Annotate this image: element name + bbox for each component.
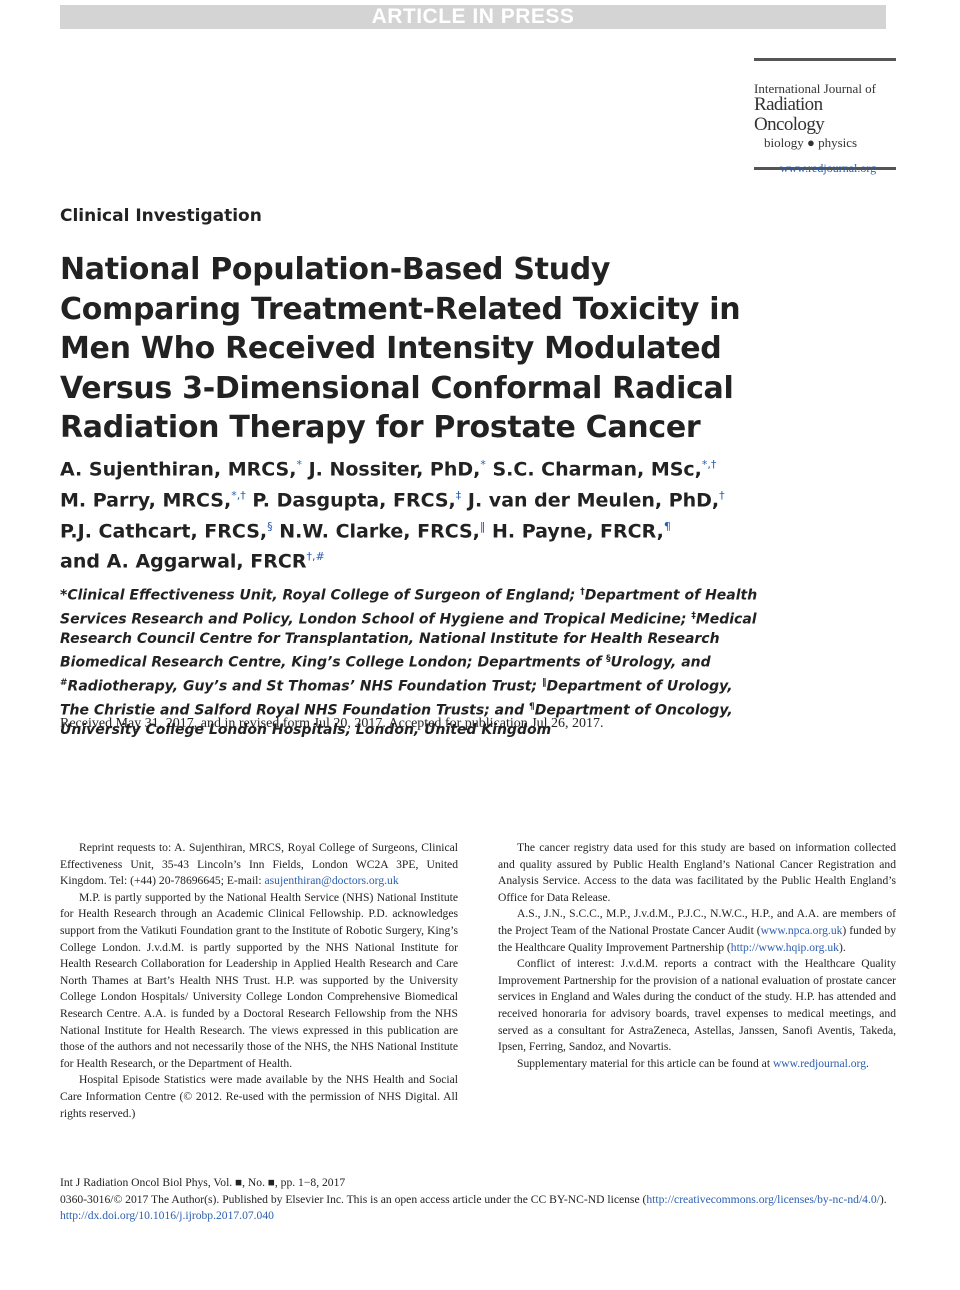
hqip-link[interactable]: http://www.hqip.org.uk [730, 940, 839, 954]
reprint-requests: Reprint requests to: A. Sujenthiran, MRC… [60, 840, 458, 890]
reprint-text: Reprint requests to: A. Sujenthiran, MRC… [60, 841, 458, 888]
author-sup[interactable]: ‖ [479, 519, 486, 533]
hes-note: Hospital Episode Statistics were made av… [60, 1073, 458, 1120]
affiliation-sup: ¶ [528, 701, 535, 712]
affiliation-sup: # [60, 677, 68, 688]
affiliation-text: Department of Oncology, University Colle… [60, 702, 733, 739]
author-list: A. Sujenthiran, MRCS,* J. Nossiter, PhD,… [60, 452, 760, 575]
license-text: 0360-3016/© 2017 The Author(s). Publishe… [60, 1192, 647, 1206]
project-team-text: ). [838, 940, 846, 954]
affiliation-text: Urology, and [610, 654, 711, 671]
conflict-of-interest: Conflict of interest: J.v.d.M. reports a… [498, 957, 896, 1054]
project-team-text: A.S., J.N., S.C.C., M.P., J.v.d.M., P.J.… [498, 907, 896, 937]
author-name: P. Dasgupta, FRCS, [252, 489, 456, 512]
doi-link[interactable]: http://dx.doi.org/10.1016/j.ijrobp.2017.… [60, 1209, 274, 1223]
author-name: J. van der Meulen, PhD, [467, 489, 720, 512]
logo-line-3: biology ● physics [764, 135, 858, 150]
author-name: S.C. Charman, MSc, [492, 458, 702, 481]
logo-line-1: International Journal of [754, 81, 877, 96]
received-dates: Received May 31, 2017, and in revised fo… [60, 716, 604, 731]
supplementary-text: . [866, 1056, 869, 1070]
author-sup[interactable]: *,† [701, 458, 717, 471]
journal-logo: International Journal of Radiation Oncol… [754, 58, 896, 170]
author-name: H. Payne, FRCR, [492, 519, 664, 542]
author-sup[interactable]: * [480, 458, 486, 471]
footnotes-left-column: Reprint requests to: A. Sujenthiran, MRC… [60, 840, 458, 1122]
affiliation-text: *Clinical Effectiveness Unit, Royal Coll… [60, 587, 581, 604]
author-sup[interactable]: § [267, 519, 273, 533]
email-link[interactable]: asujenthiran@doctors.org.uk [264, 874, 399, 888]
affiliations: *Clinical Effectiveness Unit, Royal Coll… [60, 582, 760, 740]
npca-link[interactable]: www.npca.org.uk [760, 923, 843, 937]
logo-line-2: Radiation Oncology [754, 94, 825, 135]
citation-line: Int J Radiation Oncol Biol Phys, Vol. ■,… [60, 1176, 346, 1189]
license-link[interactable]: http://creativecommons.org/licenses/by-n… [646, 1192, 880, 1206]
author-sup[interactable]: †,# [306, 550, 325, 564]
logo-rule-top [754, 58, 896, 61]
license-line: 0360-3016/© 2017 The Author(s). Publishe… [60, 1192, 896, 1209]
author-name: A. Sujenthiran, MRCS, [60, 458, 297, 481]
author-name: J. Nossiter, PhD, [308, 458, 481, 481]
author-name: N.W. Clarke, FRCS, [279, 519, 480, 542]
author-sup[interactable]: ¶ [663, 519, 671, 533]
supplementary-note: Supplementary material for this article … [498, 1056, 896, 1073]
affiliation-sup: § [606, 654, 611, 665]
author-name: and A. Aggarwal, FRCR [60, 550, 307, 573]
page-footer: Int J Radiation Oncol Biol Phys, Vol. ■,… [60, 1175, 896, 1225]
affiliation-sup: ‖ [541, 677, 547, 688]
redjournal-link[interactable]: www.redjournal.org [772, 1056, 866, 1070]
affiliation-sup: ‡ [691, 610, 696, 621]
registry-note: The cancer registry data used for this s… [498, 841, 896, 904]
funding-note: M.P. is partly supported by the National… [60, 890, 458, 1070]
author-sup[interactable]: *,† [231, 488, 246, 502]
article-in-press-banner: ARTICLE IN PRESS [60, 5, 886, 29]
author-sup[interactable]: † [719, 488, 725, 502]
author-sup[interactable]: ‡ [455, 488, 462, 502]
footnotes-right-column: The cancer registry data used for this s… [498, 840, 896, 1072]
project-team-note: A.S., J.N., S.C.C., M.P., J.v.d.M., P.J.… [498, 906, 896, 956]
logo-rule-bottom [754, 167, 896, 170]
article-title: National Population-Based Study Comparin… [60, 252, 741, 445]
affiliation-text: Radiotherapy, Guy’s and St Thomas’ NHS F… [67, 678, 542, 695]
journal-url-link[interactable]: www.redjournal.org [779, 161, 877, 175]
author-sup[interactable]: * [296, 458, 302, 471]
section-label: Clinical Investigation [60, 206, 262, 226]
license-text: ). [879, 1192, 887, 1206]
affiliation-text: Medical Research Council Centre for Tran… [60, 611, 757, 671]
supplementary-text: Supplementary material for this article … [517, 1056, 773, 1070]
affiliation-text: Department of Health Services Research a… [60, 587, 758, 628]
author-name: P.J. Cathcart, FRCS, [60, 519, 268, 542]
project-team-text: ) funded by the Healthcare Quality Impro… [498, 923, 897, 954]
affiliation-sup: † [580, 587, 585, 597]
affiliation-text: Department of Urology, The Christie and … [60, 678, 733, 719]
author-name: M. Parry, MRCS, [60, 489, 232, 512]
